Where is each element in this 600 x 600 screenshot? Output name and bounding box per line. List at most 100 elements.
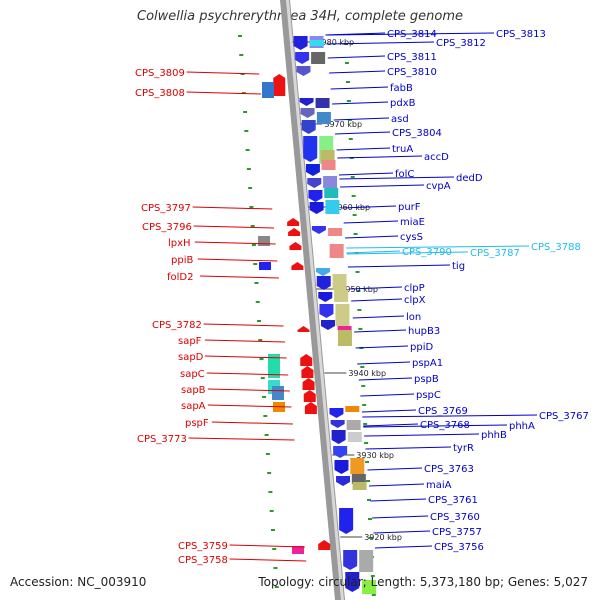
reverse-gene-arrow	[288, 228, 301, 236]
kbp-tick-label: 3940 kbp	[348, 369, 386, 378]
gene-leader-line	[347, 264, 451, 268]
marker-tick-right	[358, 328, 363, 330]
kbp-tick-label: 3970 kbp	[324, 120, 362, 129]
marker-tick-right	[357, 309, 362, 311]
marker-tick-right	[360, 366, 365, 368]
gene-feature-tile	[337, 326, 352, 330]
gene-label-cps_3757: CPS_3757	[432, 527, 482, 538]
gene-label-folc: folC	[395, 169, 414, 180]
forward-gene-arrow	[315, 268, 330, 276]
gene-label-trua: truA	[392, 144, 413, 155]
marker-tick-right	[355, 271, 360, 273]
gene-leader-line	[345, 235, 399, 239]
gene-label-maia: maiA	[426, 480, 452, 491]
gene-label-cps_3814: CPS_3814	[387, 29, 437, 40]
marker-tick-left	[268, 491, 273, 493]
gene-label-clpp: clpP	[404, 283, 425, 294]
gene-leader-line	[203, 323, 284, 327]
gene-feature-tile	[346, 420, 361, 430]
gene-feature-tile	[325, 200, 340, 214]
gene-leader-line	[330, 86, 389, 90]
marker-tick-left	[250, 225, 255, 227]
gene-leader-line	[363, 424, 508, 428]
gene-leader-line	[229, 544, 305, 548]
gene-label-cps_3809: CPS_3809	[135, 68, 185, 79]
gene-label-cps_3804: CPS_3804	[392, 128, 442, 139]
gene-label-cps_3756: CPS_3756	[434, 542, 484, 553]
gene-feature-tile	[350, 458, 365, 474]
marker-tick-left	[263, 415, 268, 417]
gene-leader-line	[338, 172, 394, 176]
gene-leader-line	[342, 205, 397, 209]
gene-label-cps_3812: CPS_3812	[436, 38, 486, 49]
reverse-gene-arrow	[302, 378, 315, 390]
gene-leader-line	[363, 423, 419, 427]
gene-leader-line	[207, 404, 292, 408]
gene-leader-line	[186, 71, 260, 75]
marker-tick-right	[345, 81, 350, 83]
marker-tick-left	[272, 548, 277, 550]
gene-label-sapa: sapA	[181, 401, 206, 412]
marker-tick-left	[273, 567, 278, 569]
gene-label-cps_3761: CPS_3761	[428, 495, 478, 506]
marker-tick-left	[265, 453, 270, 455]
gene-label-cps_3763: CPS_3763	[424, 464, 474, 475]
gene-leader-line	[194, 241, 276, 245]
gene-feature-tile	[334, 290, 349, 302]
gene-label-cps_3767: CPS_3767	[539, 411, 589, 422]
gene-leader-line	[326, 41, 435, 45]
gene-leader-line	[206, 372, 289, 376]
forward-gene-arrow	[329, 408, 344, 418]
marker-tick-left	[246, 168, 251, 170]
gene-label-tig: tig	[452, 261, 465, 272]
forward-gene-arrow	[296, 66, 311, 76]
map-title: Colwellia psychrerythraea 34H, complete …	[137, 9, 463, 24]
forward-gene-arrow	[299, 98, 314, 106]
marker-tick-left	[264, 434, 269, 436]
marker-tick-left	[238, 35, 242, 37]
marker-tick-left	[258, 339, 263, 341]
gene-leader-line	[199, 275, 279, 279]
forward-gene-arrow	[331, 430, 346, 444]
gene-label-cps_3808: CPS_3808	[135, 88, 185, 99]
gene-label-sapd: sapD	[178, 352, 204, 363]
forward-gene-arrow	[307, 178, 322, 188]
forward-gene-arrow	[339, 508, 354, 534]
marker-tick-right	[344, 62, 349, 64]
marker-tick-right	[361, 385, 366, 387]
reverse-gene-arrow	[301, 366, 314, 378]
forward-gene-arrow	[320, 320, 335, 330]
gene-feature-tile	[359, 550, 374, 572]
genome-backbone-highlight	[286, 0, 344, 600]
gene-leader-line	[327, 55, 386, 59]
marker-tick-left	[241, 92, 246, 94]
gene-label-sapc: sapC	[180, 369, 205, 380]
gene-leader-line	[349, 286, 403, 290]
gene-feature-tile	[347, 432, 362, 442]
gene-feature-tile	[324, 188, 339, 198]
gene-label-phha: phhA	[509, 421, 535, 432]
forward-gene-arrow	[300, 108, 315, 118]
gene-leader-line	[346, 251, 469, 255]
forward-gene-arrow	[336, 476, 351, 486]
gene-leader-line	[186, 91, 262, 95]
gene-label-phhb: phhB	[481, 430, 507, 441]
kbp-tick-label: 3930 kbp	[356, 451, 394, 460]
gene-label-pspb: pspB	[414, 374, 439, 385]
gene-leader-line	[372, 515, 429, 519]
reverse-feature-tile	[259, 262, 271, 270]
accession-label: Accession: NC_003910	[10, 575, 147, 589]
gene-leader-line	[204, 339, 286, 343]
marker-tick-left	[267, 472, 272, 474]
marker-tick-left	[253, 263, 258, 265]
gene-feature-tile	[352, 482, 367, 490]
forward-gene-arrow	[330, 420, 345, 428]
gene-feature-tile	[345, 406, 360, 412]
forward-gene-arrow	[301, 120, 316, 134]
marker-tick-right	[346, 100, 351, 102]
gene-feature-tile	[311, 52, 326, 64]
gene-leader-line	[335, 131, 391, 135]
gene-label-tyrr: tyrR	[453, 443, 474, 454]
gene-feature-tile	[335, 304, 350, 326]
